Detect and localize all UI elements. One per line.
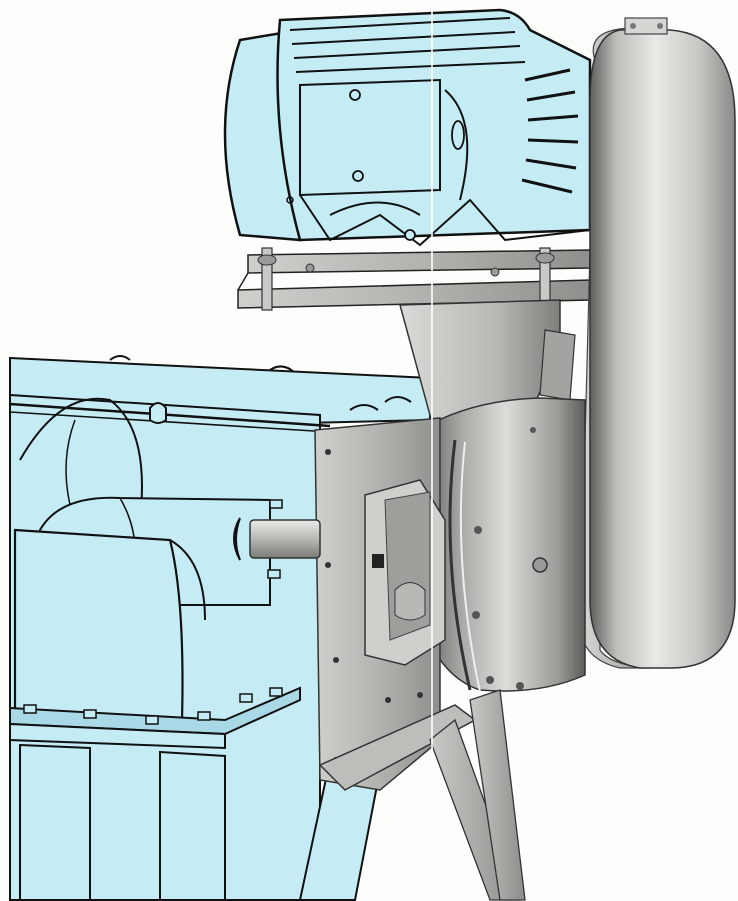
mounting-plate (314, 417, 477, 791)
intake-duct (9, 355, 431, 901)
housing-bolt (474, 526, 482, 534)
housing-bolt (486, 676, 494, 684)
housing-bolt (532, 557, 548, 573)
mill-housing (408, 397, 586, 693)
support-legs (429, 689, 526, 901)
duct-clip-2 (109, 355, 412, 411)
motor-mount-plate (237, 247, 591, 311)
motor-bolt (349, 89, 361, 101)
shaft-clamp (233, 517, 241, 561)
guard-tab (624, 17, 668, 35)
stud-bolt (261, 247, 273, 311)
motor-bolt (404, 229, 416, 241)
motor-bolt (352, 170, 364, 182)
electric-motor (223, 8, 592, 247)
duct-clip-1 (149, 402, 167, 424)
drive-shaft (233, 499, 321, 579)
housing-bolt (472, 611, 480, 619)
belt-guard (579, 17, 736, 669)
housing-bolt (516, 682, 524, 690)
